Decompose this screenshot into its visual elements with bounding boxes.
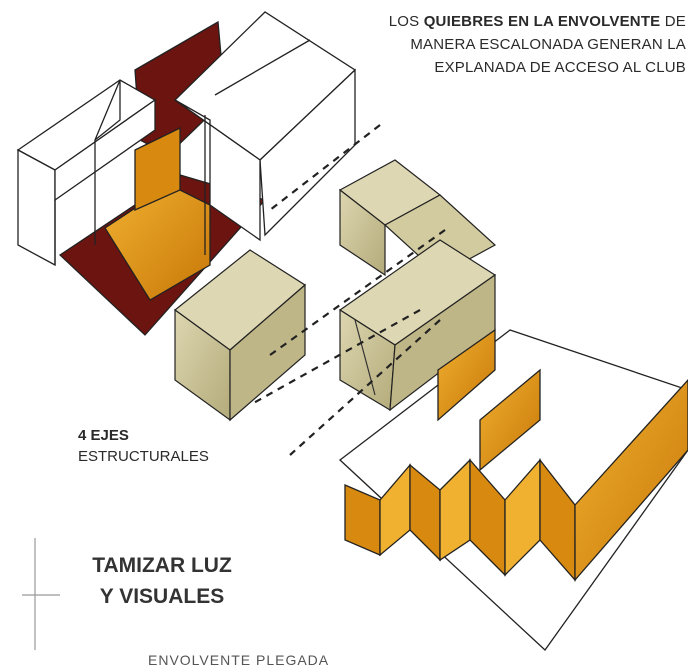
envelope-caption: LOS QUIEBRES EN LA ENVOLVENTE DE MANERA … — [356, 10, 686, 79]
lower-envelope — [338, 328, 688, 651]
ejes-label-bold: 4 EJES — [78, 427, 129, 444]
dashed-axes — [249, 124, 446, 456]
tamizar-bracket — [22, 538, 60, 650]
tamizar-label: TAMIZAR LUZ Y VISUALES — [68, 550, 256, 612]
beige-blocks — [174, 159, 497, 422]
tamizar-line1: TAMIZAR LUZ — [92, 554, 232, 577]
caption-text-post: DE MANERA ESCALONADA GENERAN LA EXPLANAD… — [410, 13, 686, 76]
tamizar-line2: Y VISUALES — [99, 585, 225, 608]
upper-volume — [16, 11, 357, 336]
ejes-label: 4 EJES ESTRUCTURALES — [78, 425, 209, 467]
caption-text-pre: LOS — [388, 13, 424, 30]
ejes-label-text: ESTRUCTURALES — [78, 448, 209, 465]
caption-text-bold: QUIEBRES EN LA ENVOLVENTE — [423, 13, 661, 30]
bottom-label: ENVOLVENTE PLEGADA — [148, 652, 330, 668]
